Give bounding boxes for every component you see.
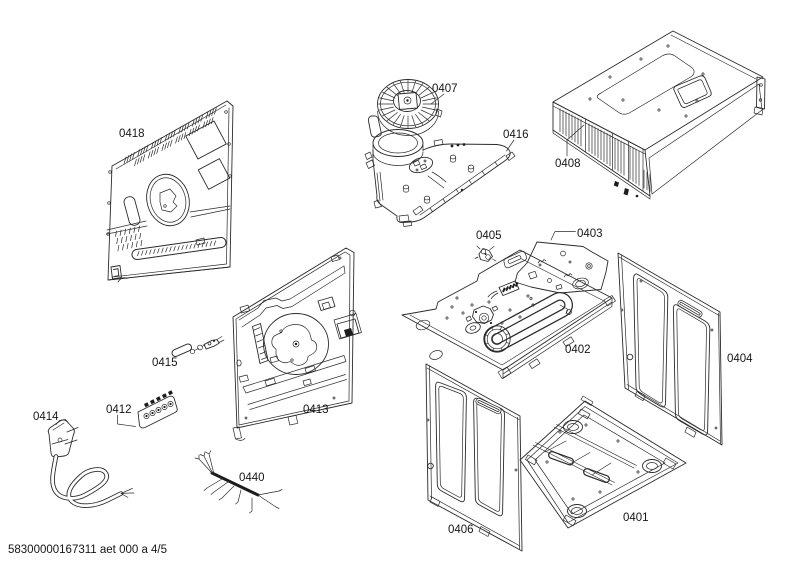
part-0402-drawing xyxy=(401,249,616,379)
part-label-0403: 0403 xyxy=(577,228,603,240)
part-0406-drawing xyxy=(425,363,523,552)
part-0412-drawing xyxy=(137,390,178,429)
leader-lines xyxy=(117,93,585,427)
part-label-0414: 0414 xyxy=(33,411,59,423)
part-0415-drawing xyxy=(171,336,225,357)
part-0405-drawing xyxy=(474,245,497,262)
part-label-0407: 0407 xyxy=(432,83,458,95)
part-label-0412: 0412 xyxy=(106,404,132,416)
document-code: 58300000167311 aet 000 a 4/5 xyxy=(8,544,167,556)
part-0414-drawing xyxy=(47,419,135,508)
part-label-0408: 0408 xyxy=(555,158,581,170)
part-label-0402: 0402 xyxy=(565,344,591,356)
part-label-0415: 0415 xyxy=(152,357,178,369)
part-label-0405: 0405 xyxy=(476,230,502,242)
part-label-0401: 0401 xyxy=(623,512,649,524)
part-0408-drawing xyxy=(552,30,766,200)
part-0401-drawing xyxy=(519,395,687,529)
part-label-0418: 0418 xyxy=(119,128,145,140)
part-0418-drawing xyxy=(106,100,234,283)
part-label-0416: 0416 xyxy=(503,129,529,141)
part-0403-drawing xyxy=(514,241,609,294)
part-0440-drawing xyxy=(194,450,283,514)
part-label-0440: 0440 xyxy=(239,472,265,484)
part-label-0413: 0413 xyxy=(303,404,329,416)
part-label-0406: 0406 xyxy=(448,524,474,536)
part-0407-drawing xyxy=(367,79,443,138)
part-label-0404: 0404 xyxy=(727,353,753,365)
part-0404-drawing xyxy=(617,252,723,446)
part-0413-drawing xyxy=(232,247,362,441)
part-0416-drawing xyxy=(364,129,516,227)
